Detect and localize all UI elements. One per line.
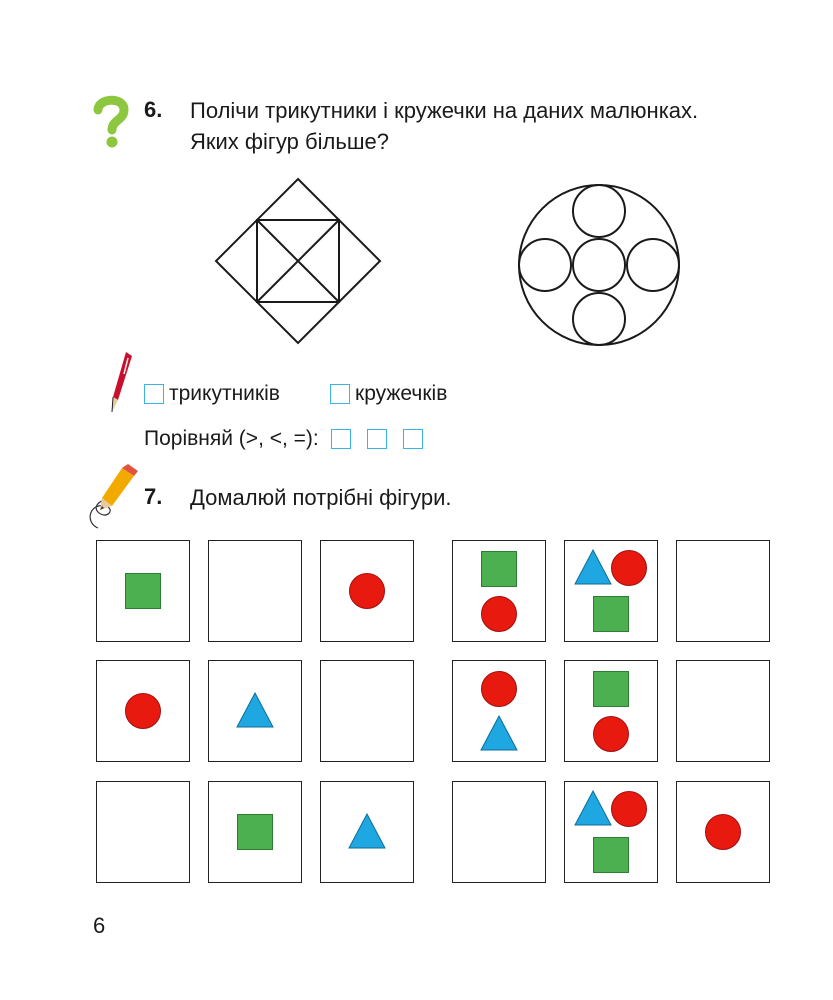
task-6-line-2: Яких фігур більше? [190, 129, 389, 154]
shape-cell [96, 540, 190, 642]
square-shape [593, 671, 629, 707]
triangles-label: трикутників [169, 382, 280, 405]
question-mark-icon [92, 94, 130, 150]
page-number: 6 [93, 913, 106, 938]
empty-cell[interactable] [676, 540, 770, 642]
triangles-answer: трикутників [144, 382, 280, 406]
task-6-line-1: Полічи трикутники і кружечки на даних ма… [190, 98, 699, 123]
circle-shape [481, 671, 517, 707]
compare-box-3[interactable] [402, 429, 423, 449]
pen-icon [106, 350, 134, 416]
triangle-shape [574, 790, 612, 826]
shape-cell [452, 660, 546, 762]
task-7-number: 7. [144, 484, 163, 509]
task-6-number: 6. [144, 97, 163, 122]
circle-shape [125, 693, 161, 729]
shape-cell [452, 540, 546, 642]
pencil-icon [76, 462, 142, 530]
task-7-text: Домалюй потрібні фігури. [190, 485, 452, 510]
shape-cell [96, 660, 190, 762]
square-shape [481, 551, 517, 587]
triangle-shape [480, 715, 518, 751]
shape-cell [564, 540, 658, 642]
circles-label: кружечків [355, 382, 448, 405]
shape-cell [676, 781, 770, 883]
shape-cell [320, 781, 414, 883]
circles-answer: кружечків [330, 382, 447, 406]
circle-shape [593, 716, 629, 752]
circle-shape [705, 814, 741, 850]
shape-cell [320, 540, 414, 642]
compare-row: Порівняй (>, <, =): [144, 427, 423, 451]
square-shape [593, 596, 629, 632]
shape-cell [564, 660, 658, 762]
shape-cell [208, 660, 302, 762]
circle-shape [611, 550, 647, 586]
circles-figure [514, 180, 684, 350]
empty-cell[interactable] [452, 781, 546, 883]
compare-box-1[interactable] [330, 429, 351, 449]
compare-box-2[interactable] [366, 429, 387, 449]
triangle-shape [574, 549, 612, 585]
circle-shape [481, 596, 517, 632]
circles-count-box[interactable] [330, 384, 350, 404]
square-shape [237, 814, 273, 850]
triangle-shape [348, 813, 386, 849]
empty-cell[interactable] [96, 781, 190, 883]
circle-shape [349, 573, 385, 609]
compare-label: Порівняй (>, <, =): [144, 427, 319, 450]
triangles-count-box[interactable] [144, 384, 164, 404]
circle-shape [611, 791, 647, 827]
square-shape [593, 837, 629, 873]
shape-cell [564, 781, 658, 883]
empty-cell[interactable] [676, 660, 770, 762]
triangles-figure [212, 175, 384, 347]
shape-cell [208, 781, 302, 883]
empty-cell[interactable] [320, 660, 414, 762]
triangle-shape [236, 692, 274, 728]
square-shape [125, 573, 161, 609]
empty-cell[interactable] [208, 540, 302, 642]
